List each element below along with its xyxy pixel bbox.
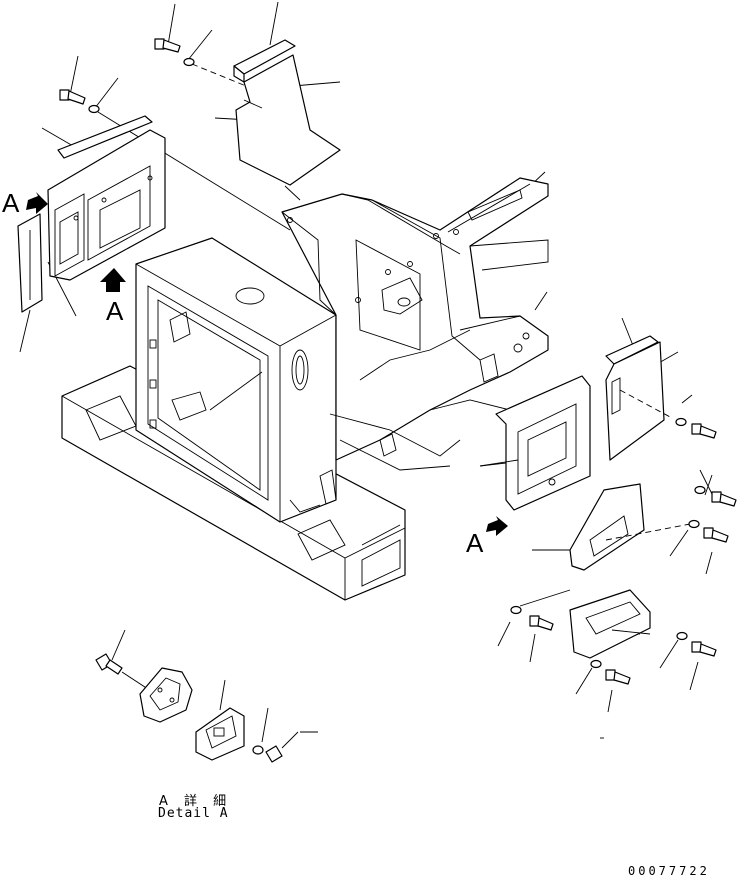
left-cover-assembly: [17, 89, 291, 313]
washer-icon: [688, 519, 700, 529]
view-label-left: A: [2, 188, 20, 218]
view-arrow-icon: [100, 268, 126, 292]
bolt-icon: [95, 653, 123, 675]
detail-title-jp: A 詳 細: [159, 794, 233, 809]
washer-icon: [252, 745, 264, 755]
bolt-icon: [154, 38, 181, 53]
drawing-number: 00077722: [628, 864, 710, 878]
bolt-icon: [59, 89, 86, 105]
leader-lines: [19, 1, 715, 749]
view-arrow-icon: [26, 192, 48, 214]
washer-icon: [183, 57, 195, 67]
washer-icon: [88, 104, 100, 114]
washer-icon: [590, 659, 602, 669]
bolt-icon: [711, 491, 737, 507]
bolt-icon: [265, 745, 283, 763]
washer-icon: [694, 485, 706, 495]
bolt-icon: [691, 641, 717, 657]
view-label-bottom: A: [106, 296, 124, 326]
view-label-right: A: [466, 528, 484, 558]
right-cover-assembly: [479, 335, 737, 685]
bolt-icon: [605, 669, 631, 685]
detail-a-drawing: [95, 653, 283, 763]
detail-title-en: Detail A: [158, 806, 229, 821]
bolt-icon: [691, 423, 717, 439]
bolt-icon: [703, 527, 729, 543]
washer-icon: [676, 631, 688, 641]
washer-icon: [510, 605, 522, 615]
bolt-icon: [529, 615, 554, 631]
top-cover-assembly: [154, 38, 341, 201]
main-frame: [61, 177, 549, 601]
view-arrow-icon: [486, 516, 508, 536]
washer-icon: [675, 417, 687, 427]
